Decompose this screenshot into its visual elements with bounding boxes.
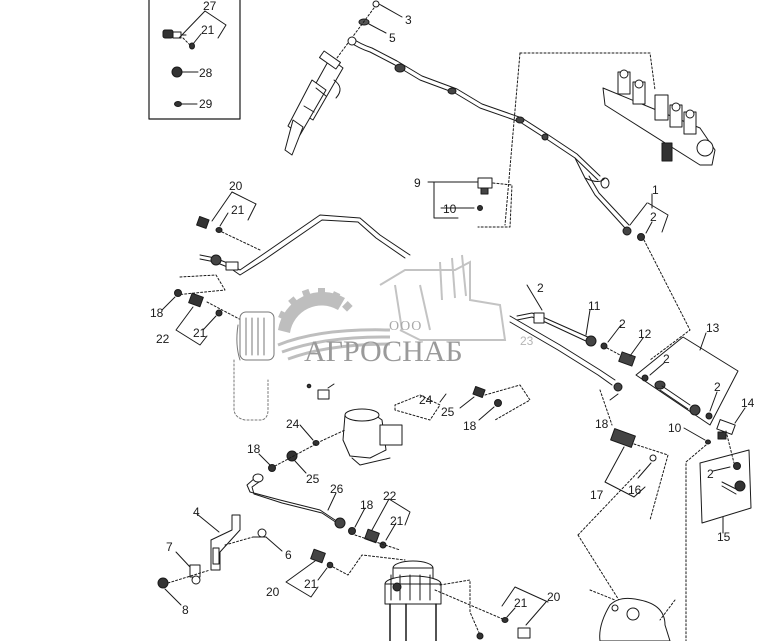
- callout-10: 10: [443, 202, 457, 216]
- callout-25: 25: [441, 405, 455, 419]
- nut-28-icon: [171, 66, 183, 78]
- callout-2: 2: [714, 380, 721, 394]
- fitting-27-icon: [162, 29, 187, 39]
- callout-18: 18: [463, 419, 477, 433]
- callout-21: 21: [390, 514, 404, 528]
- plug-29-icon: [174, 101, 182, 107]
- callout-18: 18: [360, 498, 374, 512]
- injector-assembly: [284, 0, 632, 236]
- callout-18: 18: [247, 442, 261, 456]
- callout-11: 11: [588, 299, 601, 313]
- watermark-logo: [277, 254, 507, 361]
- callout-7: 7: [166, 540, 173, 554]
- callout-14: 14: [741, 396, 755, 410]
- callout-13: 13: [706, 321, 720, 335]
- callout-21: 21: [193, 326, 207, 340]
- bracket-assembly: [157, 513, 283, 606]
- fitting-9-10: [427, 177, 513, 228]
- callout-27: 27: [203, 0, 217, 13]
- callout-20: 20: [266, 585, 280, 599]
- fitting-17-16: [599, 389, 669, 521]
- fittings-20-21-pump: [501, 469, 676, 641]
- inset-box-27-29: [148, 0, 241, 120]
- fuel-filter-left: [233, 311, 275, 421]
- callout-5: 5: [389, 31, 396, 45]
- common-rail: [602, 69, 716, 166]
- fittings-18-22-21-left: [161, 289, 246, 346]
- callout-15: 15: [717, 530, 731, 544]
- callout-4: 4: [193, 505, 200, 519]
- callout-26: 26: [330, 482, 344, 496]
- callout-16: 16: [628, 483, 642, 497]
- callout-24: 24: [286, 417, 300, 431]
- callout-21: 21: [304, 577, 318, 591]
- callout-22: 22: [383, 489, 397, 503]
- callout-21: 21: [231, 203, 245, 217]
- callout-2: 2: [650, 210, 657, 224]
- callout-9: 9: [414, 176, 421, 190]
- callout-23: 23: [520, 334, 534, 348]
- fittings-20-21-bottom: [285, 548, 406, 598]
- return-line-assembly: [174, 191, 411, 296]
- callout-18: 18: [150, 306, 164, 320]
- callout-18: 18: [595, 417, 609, 431]
- watermark-prefix: ООО: [389, 319, 423, 334]
- callout-1: 1: [652, 183, 659, 197]
- callout-29: 29: [199, 97, 213, 111]
- transfer-pump: [258, 383, 531, 474]
- callout-2: 2: [707, 467, 714, 481]
- callout-17: 17: [590, 488, 604, 502]
- callout-8: 8: [182, 603, 189, 617]
- callout-20: 20: [229, 179, 243, 193]
- callout-21: 21: [201, 23, 215, 37]
- callout-2: 2: [537, 281, 544, 295]
- callout-12: 12: [638, 327, 652, 341]
- callout-20: 20: [547, 590, 561, 604]
- callout-22: 22: [156, 332, 170, 346]
- fuel-filter-main: [384, 560, 506, 641]
- callout-2: 2: [663, 352, 670, 366]
- pipe-26: [246, 473, 411, 551]
- high-pressure-lines-right: [509, 284, 752, 641]
- watermark-name: АГРОСНАБ: [304, 335, 463, 368]
- callout-2: 2: [619, 317, 626, 331]
- callout-24: 24: [419, 393, 433, 407]
- washer-21-icon: [189, 42, 195, 50]
- callout-6: 6: [285, 548, 292, 562]
- callout-21: 21: [514, 596, 528, 610]
- callout-28: 28: [199, 66, 213, 80]
- callout-3: 3: [405, 13, 412, 27]
- callout-25: 25: [306, 472, 320, 486]
- callout-10: 10: [668, 421, 682, 435]
